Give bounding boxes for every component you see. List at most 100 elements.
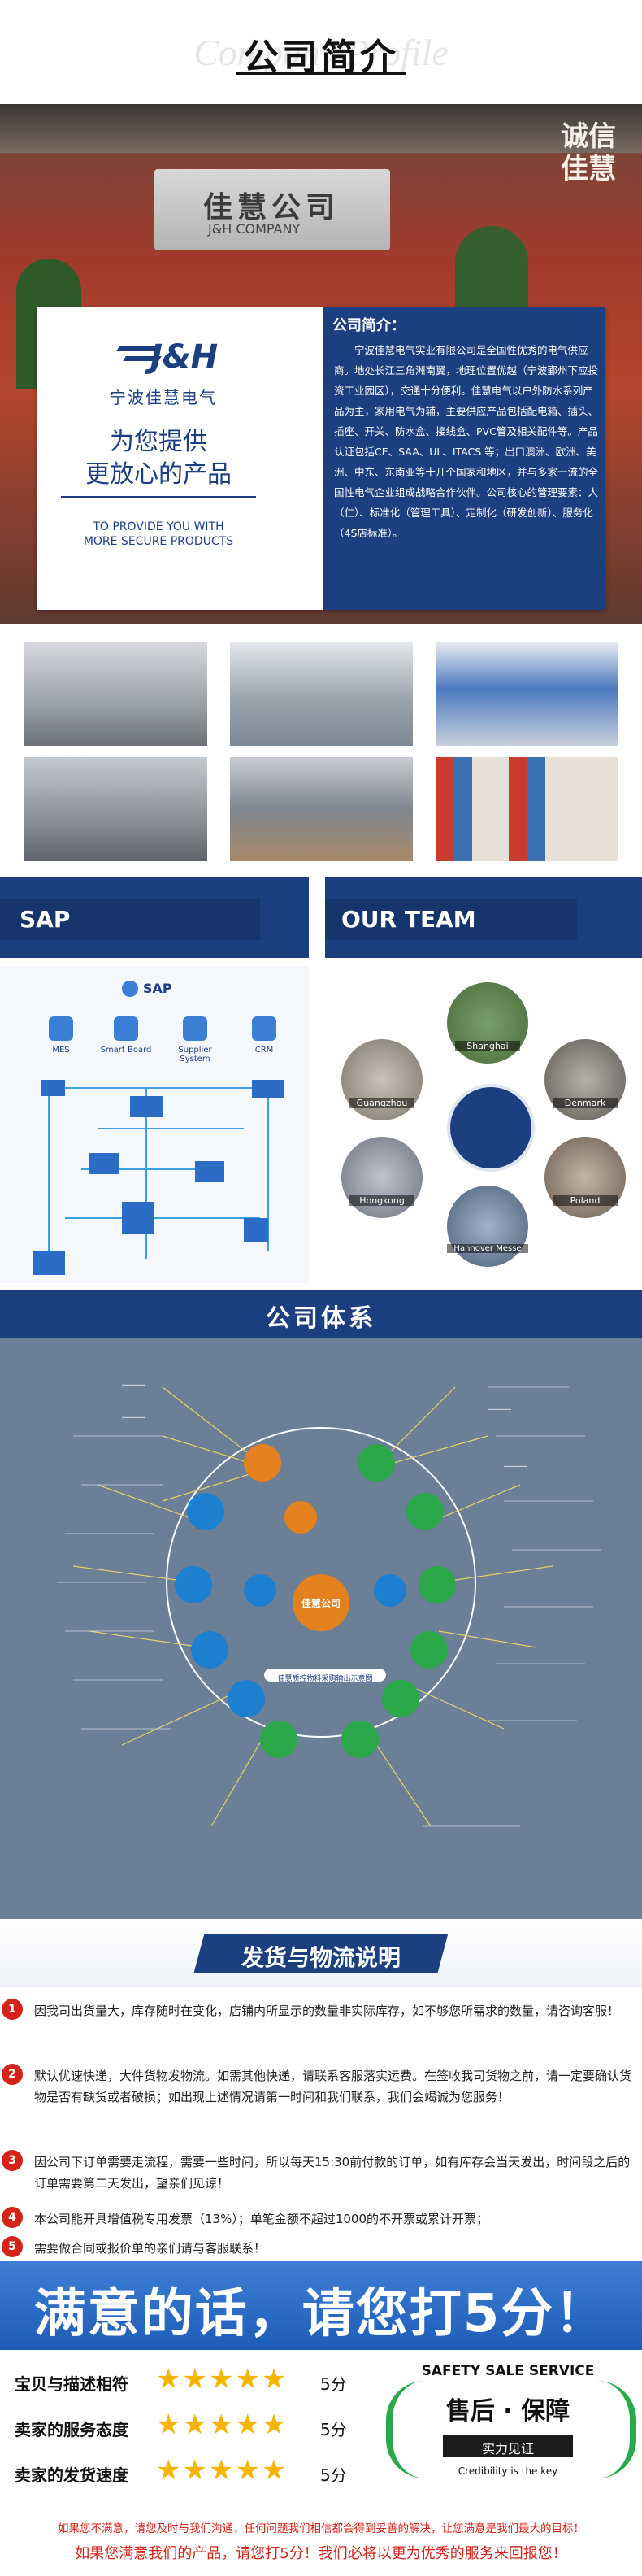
rating-row: 卖家的发货速度 ★★★★★ 5分	[11, 2452, 369, 2493]
footer-line-2: 如果您满意我们的产品，请您打5分！我们必将以更为优秀的服务来回报您！	[75, 2545, 567, 2562]
svg-text:──────: ──────	[503, 1463, 527, 1470]
laurel-right-icon	[597, 2381, 636, 2478]
supplier-icon	[183, 1016, 207, 1041]
system-header-bar	[0, 1290, 642, 1338]
mes-icon	[49, 1016, 73, 1041]
slogan-line-2: 更放心的产品	[85, 460, 232, 489]
sap-team-section: SAP OUR TEAM SAP MES Smart Board Supplie…	[0, 877, 642, 1290]
team-title: OUR TEAM	[341, 906, 476, 933]
team-place-label: Guangzhou	[349, 1098, 414, 1108]
factory-photo-molding	[436, 642, 618, 746]
item-number: 4	[8, 2211, 16, 2224]
sap-diagram: SAP MES Smart Board Supplier System CRM	[0, 966, 309, 1283]
shipping-item: 3 因公司下订单需要走流程，需要一些时间，所以每天15:30前付款的订单，如有库…	[0, 2148, 642, 2197]
node-circle	[419, 1566, 456, 1603]
header: Company Profile 公司简介	[0, 0, 642, 104]
rating-score: 5分	[320, 2420, 347, 2439]
item-number-icon: 4	[2, 2207, 23, 2228]
globe-icon	[447, 1084, 535, 1172]
team-header-bar	[325, 899, 577, 940]
title-underline	[236, 72, 406, 75]
hero-section: 佳慧公司 J&H COMPANY 诚信佳慧 J&H 宁波佳慧电气 为您提供 更放…	[0, 104, 642, 624]
node-circle	[244, 1444, 281, 1482]
node-circle	[374, 1574, 406, 1607]
company-sign: 佳慧公司 J&H COMPANY	[154, 169, 390, 250]
item-number: 5	[8, 2240, 16, 2253]
crm-icon	[252, 1016, 276, 1041]
rating-label: 宝贝与描述相符	[15, 2374, 128, 2394]
system-title: 公司体系	[266, 1304, 376, 1333]
rating-row: 卖家的服务态度 ★★★★★ 5分	[11, 2407, 369, 2448]
team-place-label: Denmark	[553, 1098, 618, 1108]
laurel-left-icon	[386, 2381, 425, 2478]
system-mindmap: ──────────── ────────────	[57, 1382, 601, 1827]
intro-panel: 公司简介： 宁波佳慧电气实业有限公司是全国性优秀的电气供应商。地处长江三角洲南翼…	[323, 307, 605, 610]
badge-top-text: SAFETY SALE SERVICE	[421, 2363, 595, 2379]
team-map: Shanghai Guangzhou Denmark Hongkong Pola…	[325, 966, 642, 1283]
node-circle	[341, 1721, 379, 1758]
team-place-label: Hongkong	[349, 1195, 414, 1206]
svg-text:──────: ──────	[487, 1406, 511, 1413]
system-section: 公司体系 ──────────── ────────────	[0, 1290, 642, 1919]
page-title: 公司简介	[243, 37, 399, 78]
factory-photo-machines	[230, 757, 413, 861]
sap-item-label: Smart Board	[100, 1046, 152, 1055]
node-circle	[191, 1631, 228, 1669]
team-place-label: Hannover Messe	[447, 1244, 528, 1253]
smartboard-icon	[114, 1016, 138, 1041]
rating-section: 满意的话，请您打5分！ 宝贝与描述相符 ★★★★★ 5分 卖家的服务态度 ★★★…	[0, 2261, 642, 2504]
item-text: 需要做合同或报价单的亲们请与客服联系！	[34, 2241, 267, 2256]
team-place-label: Poland	[553, 1195, 618, 1206]
shipping-item: 5 需要做合同或报价单的亲们请与客服联系！	[0, 2234, 642, 2259]
star-rating-icons: ★★★★★	[156, 2408, 288, 2441]
intro-title: 公司简介：	[332, 317, 406, 334]
intro-text: 宁波佳慧电气实业有限公司是全国性优秀的电气供应商。地处长江三角洲南翼，地理位置优…	[334, 344, 599, 539]
node-circle	[260, 1721, 297, 1758]
node-circle	[175, 1566, 212, 1603]
badge-main-text: 售后 · 保障	[445, 2397, 570, 2426]
item-number-icon: 2	[2, 2064, 23, 2085]
wall-slogan: 诚信佳慧	[561, 120, 616, 185]
shipping-item: 4 本公司能开具增值税专用发票（13%）；单笔金额不超过1000的不开票或累计开…	[0, 2205, 642, 2230]
company-sign-text: 佳慧公司	[203, 191, 341, 224]
sap-title: SAP	[20, 906, 71, 933]
system-banner-text: 佳慧质控物料采购输出示意图	[277, 1675, 373, 1683]
factory-photo-warehouse	[436, 757, 618, 861]
team-photo-hongkong: Hongkong	[341, 1137, 423, 1218]
sap-logo-label: SAP	[143, 981, 172, 996]
node-circle	[358, 1444, 395, 1482]
rating-score: 5分	[320, 2374, 347, 2394]
badge-en-text: Credibility is the key	[458, 2465, 558, 2477]
node-circle	[284, 1501, 317, 1534]
system-banner: 佳慧质控物料采购输出示意图	[264, 1669, 386, 1683]
item-number: 3	[8, 2154, 16, 2167]
header-bg-text: Company Profile	[193, 32, 449, 73]
badge-sub-text: 实力见证	[481, 2441, 534, 2456]
team-photo-denmark: Denmark	[544, 1039, 626, 1120]
factory-photo-assembly	[230, 642, 413, 746]
item-text: 默认优速快递，大件货物发物流。如需其他快递，请联系客服落实运费。在签收我司货物之…	[34, 2069, 632, 2104]
logo-company-name: 宁波佳慧电气	[110, 388, 217, 407]
team-header: OUR TEAM	[325, 877, 642, 958]
intro-card: J&H 宁波佳慧电气 为您提供 更放心的产品 TO PROVIDE YOU WI…	[37, 307, 605, 610]
team-place-label: Shanghai	[455, 1041, 520, 1051]
star-rating-icons: ★★★★★	[156, 2454, 288, 2487]
footer: 如果您不满意，请您及时与我们沟通，任何问题我们相信都会得到妥善的解决，让您满意是…	[0, 2504, 642, 2576]
sap-logo-icon	[122, 981, 138, 997]
rating-label: 卖家的服务态度	[15, 2420, 128, 2439]
shipping-item: 1 因我司出货量大，库存随时在变化，店铺内所显示的数量非实际库存，如不够您所需求…	[0, 1997, 642, 2046]
sap-item-label: CRM	[254, 1046, 274, 1055]
shipping-item: 2 默认优速快递，大件货物发物流。如需其他快递，请联系客服落实运费。在签收我司货…	[0, 2062, 642, 2135]
rating-score: 5分	[320, 2465, 347, 2485]
footer-line-1: 如果您不满意，请您及时与我们沟通，任何问题我们相信都会得到妥善的解决，让您满意是…	[58, 2522, 584, 2535]
node-circle	[410, 1631, 448, 1669]
node-circle	[406, 1493, 444, 1530]
ceiling	[0, 104, 642, 153]
logo-brand-text: J&H	[150, 338, 219, 376]
shipping-title: 发货与物流说明	[241, 1944, 401, 1971]
slogan-line-1: 为您提供	[110, 428, 207, 456]
team-photo-guangzhou: Guangzhou	[341, 1039, 423, 1120]
slogan-divider	[61, 496, 256, 498]
company-sign-en: J&H COMPANY	[208, 221, 301, 237]
svg-text:──────: ──────	[121, 1414, 145, 1421]
